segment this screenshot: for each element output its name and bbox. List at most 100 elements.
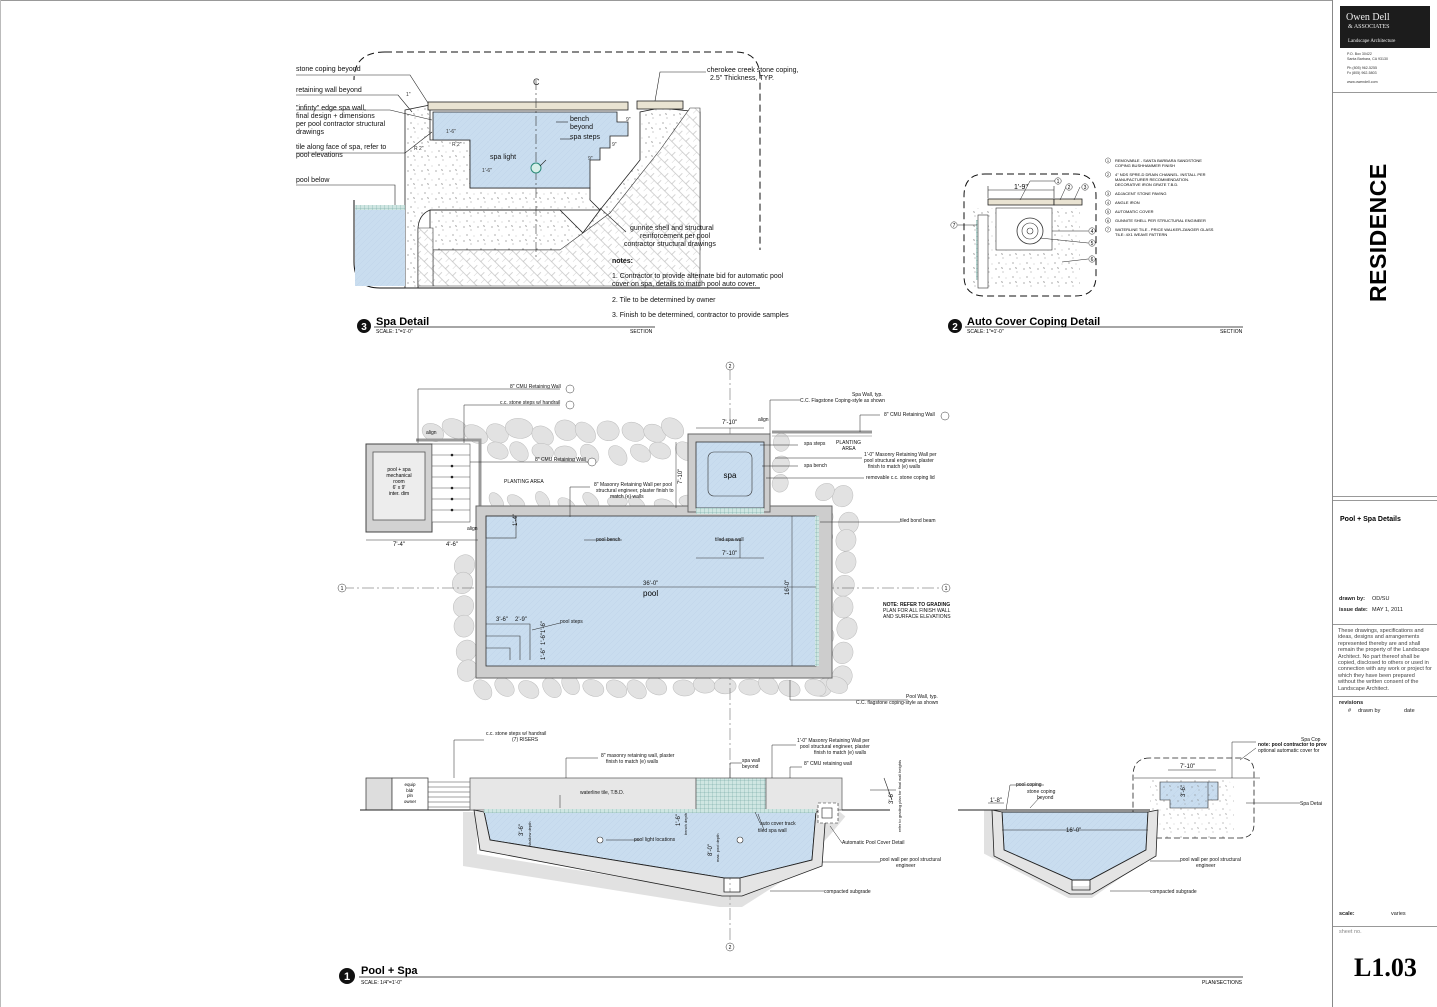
pool-section: equip bldr pln owner [339, 731, 1243, 986]
dimension: shallow depth [527, 822, 532, 846]
flagstone [473, 679, 493, 701]
scale-value: varies [1391, 911, 1406, 917]
dimension: 7'-10" [722, 551, 737, 557]
label: compacted subgrade [1150, 889, 1197, 895]
flagstone [771, 474, 789, 493]
legend-bullet [1105, 171, 1111, 178]
label: final design + dimensions [296, 113, 375, 120]
dimension: R 2" [414, 146, 424, 152]
flagstone [505, 418, 534, 439]
detail-scale: SCALE: 1/4"=1'-0" [361, 980, 402, 986]
note: refer to grading plan for final wall hei… [897, 760, 902, 832]
label: pool coping [1016, 782, 1042, 788]
legend-text: 4" NDS SPRE-D DRAIN CHANNEL. INSTALL PER [1115, 172, 1206, 177]
firm-phone: Ph (805) 962-5255 [1347, 66, 1377, 70]
firm-address: P.O. Box 30422 [1347, 52, 1372, 56]
callout: 3 [1084, 185, 1087, 191]
sheet-title-cell [1333, 500, 1437, 621]
dimension: 7'-10" [722, 420, 737, 426]
legend-text: COPING BUSHHAMMER FINISH [1115, 163, 1175, 168]
dimension: 2'-9" [515, 617, 527, 623]
flagstone [542, 677, 562, 698]
pool-label: pool [643, 589, 658, 598]
firm-subname: & ASSOCIATES [1348, 24, 1390, 30]
dimension: 8'-0" [708, 844, 714, 856]
callout: 1 [1057, 179, 1060, 185]
dimension: 3'-6" [1181, 785, 1187, 797]
label: removable c.c. stone coping lid [866, 475, 935, 481]
note: 2. Tile to be determined by owner [612, 297, 716, 304]
issue-date: MAY 1, 2011 [1372, 607, 1403, 613]
section-marker: 2 [729, 945, 732, 951]
dimension: 1" [406, 92, 411, 98]
label: pool elevations [296, 152, 343, 159]
flagstone [833, 575, 855, 597]
dimension: 7'-10" [678, 469, 684, 484]
sheet-number-label: sheet no. [1339, 929, 1362, 935]
spa-detail: stone coping beyond retaining wall beyon… [296, 51, 798, 335]
disclaimer-cell [1333, 624, 1437, 693]
dimension: 1'-6" [482, 168, 492, 174]
dimension: 3'-6" [519, 824, 525, 836]
label: cherokee creek stone coping, [707, 67, 798, 74]
revisions-cell [1333, 696, 1437, 925]
label: pool wall per pool structural [1180, 857, 1241, 863]
issue-date-label: issue date: [1339, 607, 1368, 613]
label: tiled spa wall [715, 537, 744, 543]
drawn-by: OD/SU [1372, 596, 1390, 602]
legend-text: ADJACENT STONE PAVING [1115, 191, 1167, 196]
flagstone [672, 679, 696, 697]
flagstone [605, 679, 628, 698]
legend-bullet [1105, 226, 1111, 233]
label: pool light locations [634, 837, 676, 843]
legend-text: MANUFACTURER RECOMMENDATION. [1115, 177, 1189, 182]
note: note: pool contractor to prov [1258, 742, 1327, 748]
centerline-mark: C [533, 77, 540, 87]
label: 8" CMU retaining wall [804, 761, 852, 767]
label: 1'-0" Masonry Retaining Wall per [864, 452, 937, 458]
label: beyond [1037, 795, 1054, 801]
legend-text: TILE: 4X1 WEAVE PATTERN [1115, 232, 1167, 237]
legend-text: REMOVABLE - SANTA BARBARA SANDSTONE [1115, 158, 1202, 163]
label: 1'-0" Masonry Retaining Wall per [797, 738, 870, 744]
flagstone [835, 551, 857, 574]
detail-number: 2 [952, 322, 958, 333]
mech-room-label: 6' x 9' [393, 485, 406, 491]
flagstone [771, 455, 790, 474]
flagstone [582, 679, 605, 697]
label: stone coping beyond [296, 66, 361, 73]
label: bench [570, 116, 589, 123]
flagstone [452, 595, 475, 618]
label: c.c. stone steps w/ handrail [486, 731, 546, 737]
dimension: 3'-6" [889, 792, 895, 804]
label: align [467, 526, 478, 532]
label: pln [407, 793, 414, 798]
detail-number: 3 [361, 322, 367, 333]
label: align [426, 430, 437, 436]
project-name: RESIDENCE [1365, 163, 1392, 302]
label: Automatic Pool Cover Detail [842, 840, 905, 846]
legend-number: 3 [1107, 192, 1109, 196]
legend-bullet [1105, 199, 1111, 206]
label: pool structural engineer, plaster [864, 458, 934, 464]
legend-text: WATERLINE TILE - PRICE WALKER-ZANGER GLA… [1115, 227, 1214, 232]
legend-number: 4 [1107, 201, 1109, 205]
detail-title: Auto Cover Coping Detail [967, 316, 1100, 328]
dimension: 9" [626, 117, 631, 123]
callout: 5 [1091, 241, 1094, 247]
dimension: 9" [588, 156, 593, 162]
label: 8" CMU Retaining Wall [510, 384, 561, 390]
flagstone [804, 678, 827, 697]
label: equip [404, 782, 416, 787]
label: Spa Wall, typ. [852, 392, 883, 398]
label: engineer [1196, 863, 1216, 869]
detail-type: SECTION [1220, 329, 1243, 335]
revisions-column: drawn by [1358, 708, 1381, 714]
callout: 7 [953, 223, 956, 229]
flagstone [608, 445, 628, 466]
flagstone [531, 443, 554, 461]
label: drawings [296, 129, 325, 136]
label: pool wall per pool structural [880, 857, 941, 863]
